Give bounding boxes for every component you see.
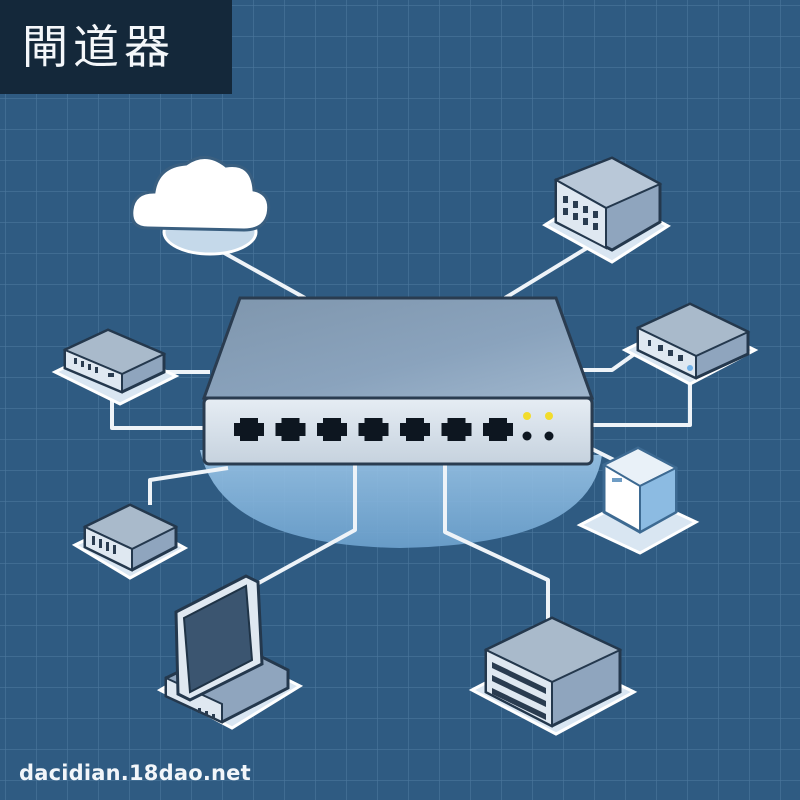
network-cables [110, 238, 692, 620]
hub-front-panel [202, 396, 594, 466]
device-left[interactable] [71, 503, 189, 580]
ethernet-port-6 [441, 418, 472, 441]
led-dark-1 [522, 431, 532, 441]
ethernet-port-3 [317, 418, 347, 441]
status-leds [522, 412, 554, 441]
page-title: 閘道器 [22, 20, 175, 74]
hub-top-surface [201, 296, 595, 400]
led-yellow-1 [523, 412, 531, 420]
cloud-node[interactable] [130, 156, 271, 256]
title-banner: 閘道器 [0, 0, 232, 94]
router-left[interactable] [51, 328, 180, 406]
port-row [234, 418, 513, 441]
storage-cube[interactable] [576, 446, 700, 555]
cable-server-top [503, 238, 602, 300]
ethernet-port-7 [483, 418, 513, 441]
ethernet-port-4 [358, 418, 389, 441]
led-yellow-2 [545, 412, 553, 420]
cloud-icon [130, 156, 271, 232]
watermark-text: dacidian.18dao.net [19, 761, 251, 785]
switch-right[interactable] [621, 302, 759, 386]
server-top-right[interactable] [542, 156, 671, 264]
cable-laptop [254, 462, 357, 587]
cable-switch-right-b [590, 370, 692, 427]
cable-rack [443, 462, 550, 620]
led-dark-2 [544, 431, 554, 441]
laptop-screen [182, 584, 254, 694]
cable-switch-right-a [582, 348, 642, 372]
cable-device-left [148, 466, 229, 505]
ethernet-port-2 [275, 418, 306, 441]
ethernet-port-1 [234, 418, 264, 441]
hub-glow [200, 450, 602, 548]
server-rack-bottom[interactable] [468, 616, 638, 736]
ethernet-port-5 [400, 418, 430, 441]
laptop-node[interactable] [156, 574, 304, 730]
gateway-hub[interactable] [201, 296, 595, 466]
cable-router-left-b [110, 390, 205, 430]
